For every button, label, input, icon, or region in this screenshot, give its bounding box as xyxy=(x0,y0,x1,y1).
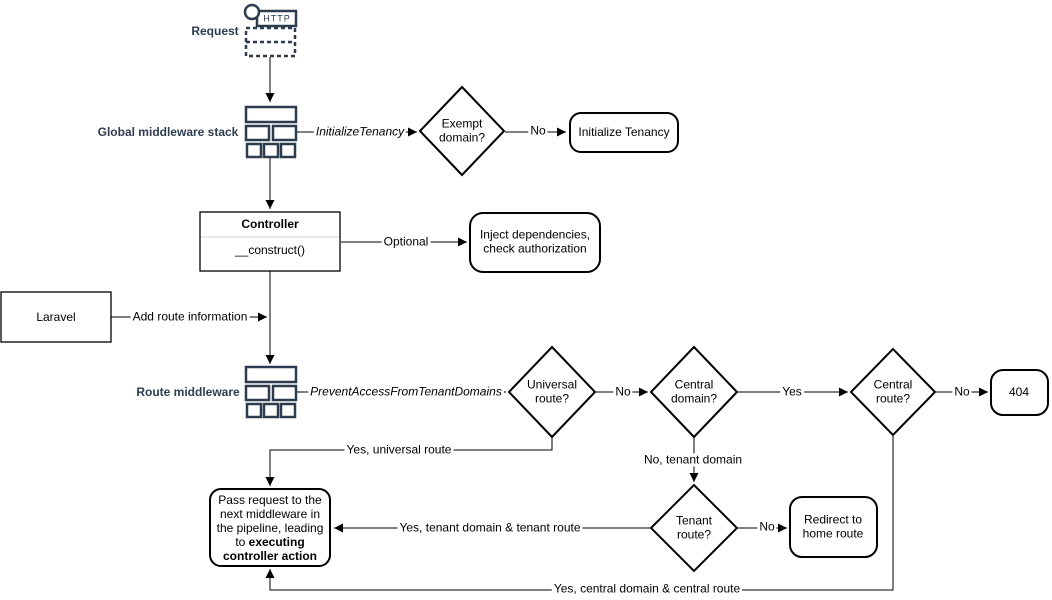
redirect-home-label: Redirect to home route xyxy=(802,512,864,541)
edge-label-no-tenant-domain: No, tenant domain xyxy=(641,452,745,467)
global-middleware-stack-icon xyxy=(244,105,298,159)
stack-row1 xyxy=(244,365,298,384)
404-label: 404 xyxy=(1008,384,1030,399)
edge-label-optional: Optional xyxy=(381,234,431,249)
stack-row3-a xyxy=(245,142,263,159)
pass-request-text-normal: Pass request to the next middleware in t… xyxy=(216,492,324,550)
pass-request-box xyxy=(209,488,331,567)
global-middleware-stack-label: Global middleware stack xyxy=(97,124,239,139)
stack-row1 xyxy=(244,105,298,124)
http-icon-label: HTTP xyxy=(263,13,291,24)
central-route-label: Central route? xyxy=(873,377,913,406)
initialize-tenancy-box xyxy=(569,112,679,153)
stack-row2-a xyxy=(244,384,271,402)
universal-route-label: Universal route? xyxy=(526,377,577,406)
edge-label-initializetenancy: InitializeTenancy xyxy=(313,124,407,139)
edge-label-universal-no: No xyxy=(613,384,633,399)
tenant-route-label: Tenant route? xyxy=(675,513,713,542)
exempt-domain-diamond xyxy=(418,85,506,177)
inject-dependencies-label: Inject dependencies, check authorization xyxy=(479,227,591,256)
edge-label-yes-tenant: Yes, tenant domain & tenant route xyxy=(397,520,583,535)
stack-row2-b xyxy=(271,384,298,402)
edge-label-yes-universal-route: Yes, universal route xyxy=(344,442,454,457)
http-request-icon xyxy=(243,3,298,58)
universal-route-diamond xyxy=(507,345,597,439)
edge-label-add-route-information: Add route information xyxy=(130,309,250,324)
controller-method: __construct() xyxy=(234,242,306,257)
route-middleware-label: Route middleware xyxy=(136,384,240,399)
exempt-domain-label: Exempt domain? xyxy=(438,116,486,145)
stack-row3-b xyxy=(262,142,280,159)
inject-dependencies-box xyxy=(469,212,601,273)
controller-title: Controller xyxy=(241,216,299,231)
pass-request-text: Pass request to the next middleware in t… xyxy=(213,493,327,563)
controller-box xyxy=(199,211,341,272)
edge-label-tenant-route-no: No xyxy=(757,519,777,534)
central-domain-diamond xyxy=(649,345,739,439)
stack-row3-a xyxy=(245,402,263,419)
edge-label-central-route-no: No xyxy=(952,384,972,399)
edge-label-exempt-no: No xyxy=(528,123,548,138)
stack-row3-c xyxy=(279,142,297,159)
edge-label-preventaccess: PreventAccessFromTenantDomains xyxy=(308,384,504,399)
pass-request-text-bold: executing controller action xyxy=(222,535,317,564)
404-box xyxy=(990,369,1049,416)
laravel-box xyxy=(0,291,112,343)
redirect-home-box xyxy=(789,496,878,558)
stack-row2-a xyxy=(244,124,271,142)
edge-label-central-domain-yes: Yes xyxy=(780,384,804,399)
request-label: Request xyxy=(191,23,239,38)
http-circle xyxy=(243,3,261,21)
edge-label-yes-central: Yes, central domain & central route xyxy=(551,581,743,596)
route-middleware-icon xyxy=(244,365,298,419)
stack-row2-b xyxy=(271,124,298,142)
laravel-node-label: Laravel xyxy=(36,309,76,324)
stack-row3-c xyxy=(279,402,297,419)
initialize-tenancy-label: Initialize Tenancy xyxy=(578,124,670,139)
central-route-diamond xyxy=(849,347,937,437)
stack-row3-b xyxy=(262,402,280,419)
central-domain-label: Central domain? xyxy=(670,377,718,406)
tenant-route-diamond xyxy=(649,483,739,573)
